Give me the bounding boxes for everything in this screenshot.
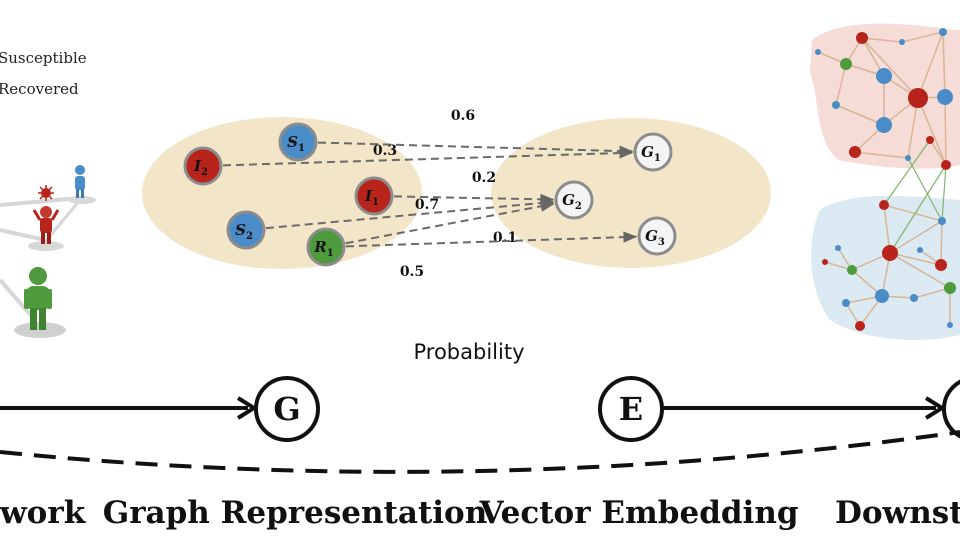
probability-caption: Probability xyxy=(413,340,524,364)
people-network-illustration xyxy=(0,165,96,338)
edge-S1-G1 xyxy=(317,141,634,157)
node-label-S1: S1 xyxy=(287,133,305,154)
edges-layer: 0.6 0.3 0.2 0.7 0.1 0.5 xyxy=(222,108,638,280)
node-label-G1: G1 xyxy=(641,143,661,164)
edge-prob-S2-G2: 0.7 xyxy=(415,197,439,213)
edge-prob-R1-G3: 0.5 xyxy=(400,264,424,280)
node-G2: G2 xyxy=(554,180,594,220)
graph-stage-node xyxy=(254,376,320,442)
node-label-G2: G2 xyxy=(562,191,582,212)
node-S2: S2 xyxy=(226,210,266,250)
downstream-graph-illustration xyxy=(810,23,960,340)
graph-stage-title: Graph Representation xyxy=(103,495,488,531)
susceptible-person-icon xyxy=(75,165,85,198)
legend-susceptible: Susceptible xyxy=(0,49,87,67)
edge-R1-G3 xyxy=(345,231,638,248)
node-I2: I2 xyxy=(183,146,223,186)
edge-I1-G2 xyxy=(393,193,555,205)
legend-recovered: Recovered xyxy=(0,80,79,98)
downstream-stage-title: Downstr xyxy=(835,495,960,531)
edge-prob-R1-G2: 0.1 xyxy=(493,230,517,246)
group-cluster xyxy=(491,118,771,268)
node-I1: I1 xyxy=(354,176,394,216)
edge-prob-I1-G2: 0.2 xyxy=(472,170,496,186)
node-R1: R1 xyxy=(306,227,346,267)
node-G3: G3 xyxy=(637,216,677,256)
edge-prob-I2-G1: 0.3 xyxy=(373,143,397,159)
graph-stage-letter: G xyxy=(273,390,300,428)
node-label-S2: S2 xyxy=(235,221,253,242)
embedding-stage-letter: E xyxy=(619,390,643,428)
edge-I2-G1 xyxy=(222,147,634,167)
infected-person-icon xyxy=(32,185,60,244)
edge-S2-G2 xyxy=(265,197,555,230)
vector-stage-title: Vector Embedding xyxy=(478,495,798,531)
node-G1: G1 xyxy=(633,132,673,172)
edge-R1-G2 xyxy=(345,200,555,245)
node-label-I2: I2 xyxy=(193,157,208,178)
network-stage-title: work xyxy=(0,495,87,531)
node-S1: S1 xyxy=(278,122,318,162)
recovered-person-icon xyxy=(24,267,52,330)
node-label-R1: R1 xyxy=(313,238,333,259)
downstream-stage-node xyxy=(942,379,960,439)
node-label-I1: I1 xyxy=(364,187,379,208)
feedback-dashed-arc xyxy=(0,430,960,474)
edge-prob-S1-G1: 0.6 xyxy=(451,108,475,124)
node-label-G3: G3 xyxy=(645,227,665,248)
